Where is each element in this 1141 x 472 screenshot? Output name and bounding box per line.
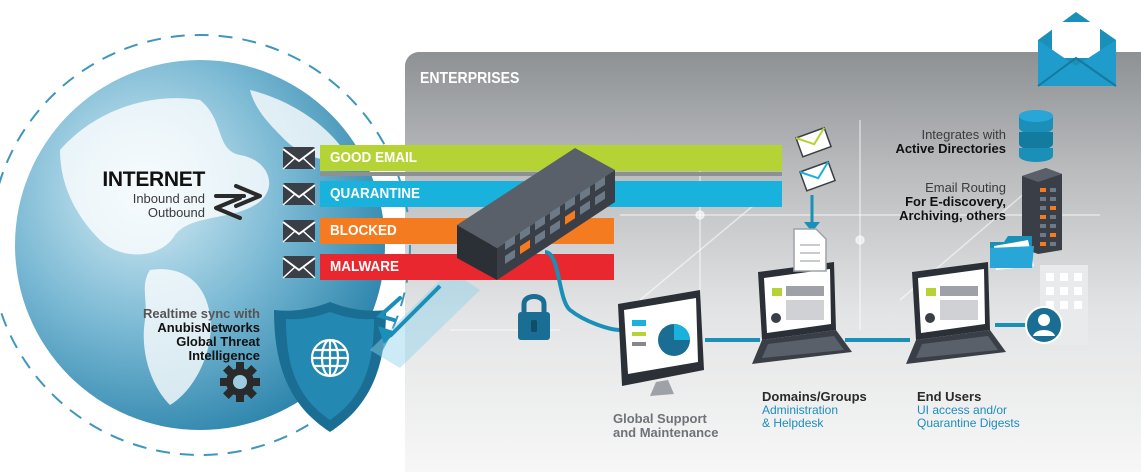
appliance-light xyxy=(505,235,515,250)
routing-line3: Archiving, others xyxy=(899,208,1006,223)
domains-title: Domains/Groups xyxy=(762,389,867,404)
support-caption: Global Support and Maintenance xyxy=(613,412,718,440)
appliance-light xyxy=(595,176,605,192)
directories-line2: Active Directories xyxy=(895,141,1006,156)
admin-laptop-icon xyxy=(752,262,852,364)
envelope-icons xyxy=(282,147,316,279)
enterprise-title: ENTERPRISES xyxy=(420,70,520,87)
appliance-light xyxy=(535,215,545,231)
appliance-light xyxy=(565,196,575,211)
band-label: QUARANTINE xyxy=(330,185,420,202)
gear-icon xyxy=(220,362,260,402)
bidirectional-arrow-icon xyxy=(214,184,262,220)
band-label: BLOCKED xyxy=(330,222,397,239)
rack-light xyxy=(1050,206,1056,210)
sync-line1: Realtime sync with xyxy=(142,306,260,321)
rack-light xyxy=(1040,188,1046,192)
appliance-light xyxy=(580,186,590,201)
user-icon xyxy=(1025,306,1063,344)
rack-light xyxy=(1040,233,1046,237)
sync-line3: Global Threat Intelligence xyxy=(176,334,260,363)
appliance-light xyxy=(550,220,560,235)
shield-icon xyxy=(274,302,386,432)
support-monitor-icon xyxy=(618,290,704,396)
band-label: MALWARE xyxy=(330,258,400,275)
building-icon xyxy=(1040,265,1088,345)
document-icon xyxy=(793,228,827,272)
rack-light xyxy=(1040,197,1046,201)
sync-label: Realtime sync with AnubisNetworks Global… xyxy=(120,307,260,363)
sync-line2: AnubisNetworks xyxy=(157,320,260,335)
rack-light xyxy=(1040,206,1046,210)
appliance-light xyxy=(565,210,575,225)
rack-light xyxy=(1040,224,1046,228)
appliance-light xyxy=(535,229,545,245)
internet-label: INTERNET Inbound and Outbound xyxy=(70,168,205,220)
domains-line1: Administration xyxy=(762,403,839,417)
rack-light xyxy=(1050,188,1056,192)
rack-light xyxy=(1050,215,1056,219)
appliance-light xyxy=(580,200,590,215)
endusers-caption: End Users UI access and/or Quarantine Di… xyxy=(917,390,1020,430)
routing-label: Email Routing For E-discovery, Archiving… xyxy=(880,181,1006,223)
directories-line1: Integrates with xyxy=(921,127,1006,142)
internet-line2: Outbound xyxy=(147,205,205,220)
enduser-laptop-icon xyxy=(906,262,1006,364)
domains-line2: & Helpdesk xyxy=(762,416,824,430)
support-line2: and Maintenance xyxy=(613,425,719,440)
endusers-title: End Users xyxy=(917,389,982,404)
filter-appliance-icon xyxy=(457,148,615,280)
endusers-line2: Quarantine Digests xyxy=(917,416,1020,430)
mail-badge-icon xyxy=(1037,12,1117,87)
database-icon xyxy=(1019,110,1053,162)
server-rack-icon xyxy=(1022,168,1062,254)
appliance-light xyxy=(550,206,560,221)
appliance-light xyxy=(505,249,515,264)
rack-light xyxy=(1040,242,1046,246)
support-line1: Global Support xyxy=(613,411,707,426)
internet-line1: Inbound and xyxy=(132,191,205,206)
folder-icon xyxy=(990,236,1034,270)
endusers-line1: UI access and/or xyxy=(917,403,1008,417)
rack-light xyxy=(1050,197,1056,201)
rack-light xyxy=(1050,242,1056,246)
domains-caption: Domains/Groups Administration & Helpdesk xyxy=(762,390,867,430)
lock-icon xyxy=(518,294,550,340)
routing-line2: For E-discovery, xyxy=(905,194,1006,209)
band-label: GOOD EMAIL xyxy=(330,149,418,166)
rack-light xyxy=(1050,233,1056,237)
directories-label: Integrates with Active Directories xyxy=(880,128,1006,156)
incoming-mail-icons xyxy=(795,126,836,192)
appliance-light xyxy=(520,225,530,241)
routing-line1: Email Routing xyxy=(925,180,1006,195)
rack-light xyxy=(1050,224,1056,228)
appliance-light xyxy=(595,190,605,206)
appliance-light xyxy=(520,239,530,255)
internet-title: INTERNET xyxy=(102,168,205,191)
rack-light xyxy=(1040,215,1046,219)
